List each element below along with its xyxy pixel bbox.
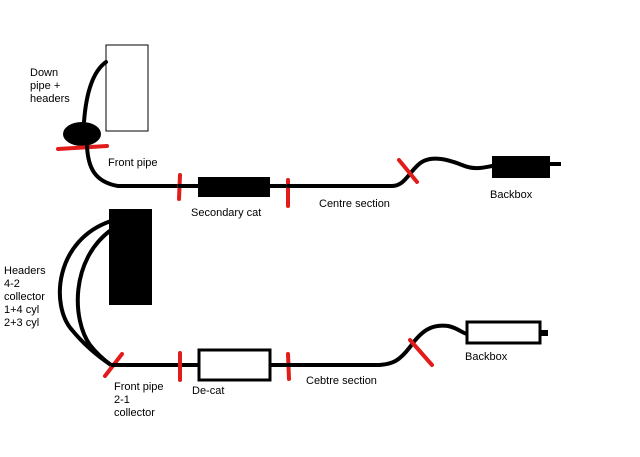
de-cat-box bbox=[197, 348, 272, 382]
joint-centre-section-top bbox=[397, 158, 419, 184]
headers-collector-block bbox=[109, 209, 152, 305]
bottom-exhaust-system bbox=[57, 209, 548, 382]
front-pipe-top bbox=[85, 144, 180, 188]
label-de-cat: De-cat bbox=[192, 385, 225, 397]
label-headers-collector: Headers 4-2 collector 1+4 cyl 2+3 cyl bbox=[4, 265, 46, 329]
label-down-pipe-headers: Down pipe + headers bbox=[30, 67, 70, 105]
label-backbox-bottom: Backbox bbox=[465, 351, 508, 363]
backbox-top-box bbox=[492, 156, 550, 178]
down-pipe-curve bbox=[82, 60, 108, 124]
centre-section-top bbox=[286, 156, 494, 188]
top-exhaust-system bbox=[56, 44, 561, 208]
label-centre-section: Centre section bbox=[319, 198, 390, 210]
header-pipe-inner bbox=[75, 228, 113, 367]
label-cebtre-section: Cebtre section bbox=[306, 375, 377, 387]
label-front-pipe-collector: Front pipe 2-1 collector bbox=[114, 381, 164, 419]
down-pipe-blob bbox=[63, 122, 101, 146]
label-front-pipe-top: Front pipe bbox=[108, 157, 158, 169]
label-secondary-cat: Secondary cat bbox=[191, 207, 262, 219]
centre-section-bottom bbox=[286, 323, 469, 367]
joint-centre-section-bottom bbox=[408, 338, 434, 367]
down-pipe-headers-block bbox=[105, 44, 149, 132]
backbox-bottom-box bbox=[465, 320, 542, 345]
header-pipe-outer bbox=[57, 219, 113, 367]
label-backbox-top: Backbox bbox=[490, 189, 533, 201]
front-pipe-joint-top bbox=[56, 144, 109, 151]
secondary-cat-box bbox=[198, 177, 270, 197]
